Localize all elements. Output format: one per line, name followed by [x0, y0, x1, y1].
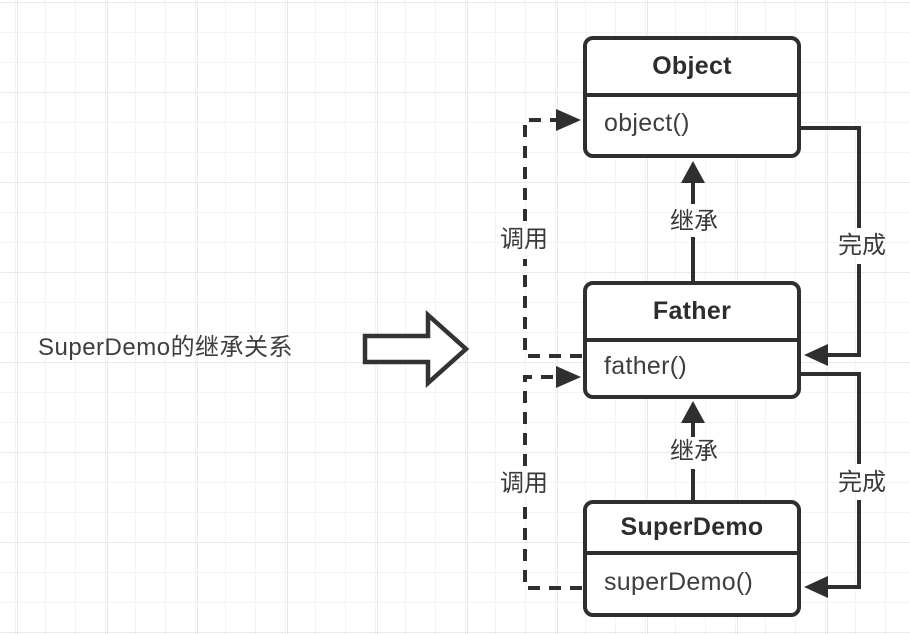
big-right-arrow-icon — [362, 309, 470, 389]
class-method: superDemo() — [604, 567, 754, 596]
class-box-superdemo: SuperDemo superDemo() — [583, 500, 801, 617]
class-title: Object — [587, 40, 797, 97]
arrowhead-right-icon — [556, 366, 581, 388]
complete-label-upper: 完成 — [838, 232, 886, 259]
class-title: Father — [587, 285, 797, 342]
call-label-upper: 调用 — [500, 226, 548, 253]
inherit-label-lower: 继承 — [670, 438, 718, 465]
complete-arrow-object-to-father — [799, 126, 861, 366]
call-label-lower: 调用 — [500, 470, 548, 497]
diagram-title: SuperDemo的继承关系 — [38, 334, 294, 361]
arrowhead-up-icon — [681, 401, 705, 423]
class-box-object: Object object() — [583, 36, 801, 158]
complete-arrow-father-to-superdemo — [799, 372, 861, 598]
class-box-father: Father father() — [583, 281, 801, 399]
class-method: object() — [604, 109, 690, 137]
arrowhead-left-icon — [804, 576, 828, 598]
inherit-arrow-superdemo-to-father — [681, 401, 705, 500]
call-arrow-superdemo-to-father — [523, 366, 582, 590]
class-title: SuperDemo — [587, 504, 797, 555]
complete-label-lower: 完成 — [838, 469, 886, 496]
arrowhead-right-icon — [556, 109, 581, 131]
call-arrow-father-to-object — [523, 109, 582, 358]
arrowhead-left-icon — [804, 344, 828, 366]
arrowhead-up-icon — [681, 161, 705, 183]
inherit-label-upper: 继承 — [670, 208, 718, 235]
class-method: father() — [604, 352, 687, 380]
inherit-arrow-father-to-object — [681, 161, 705, 281]
